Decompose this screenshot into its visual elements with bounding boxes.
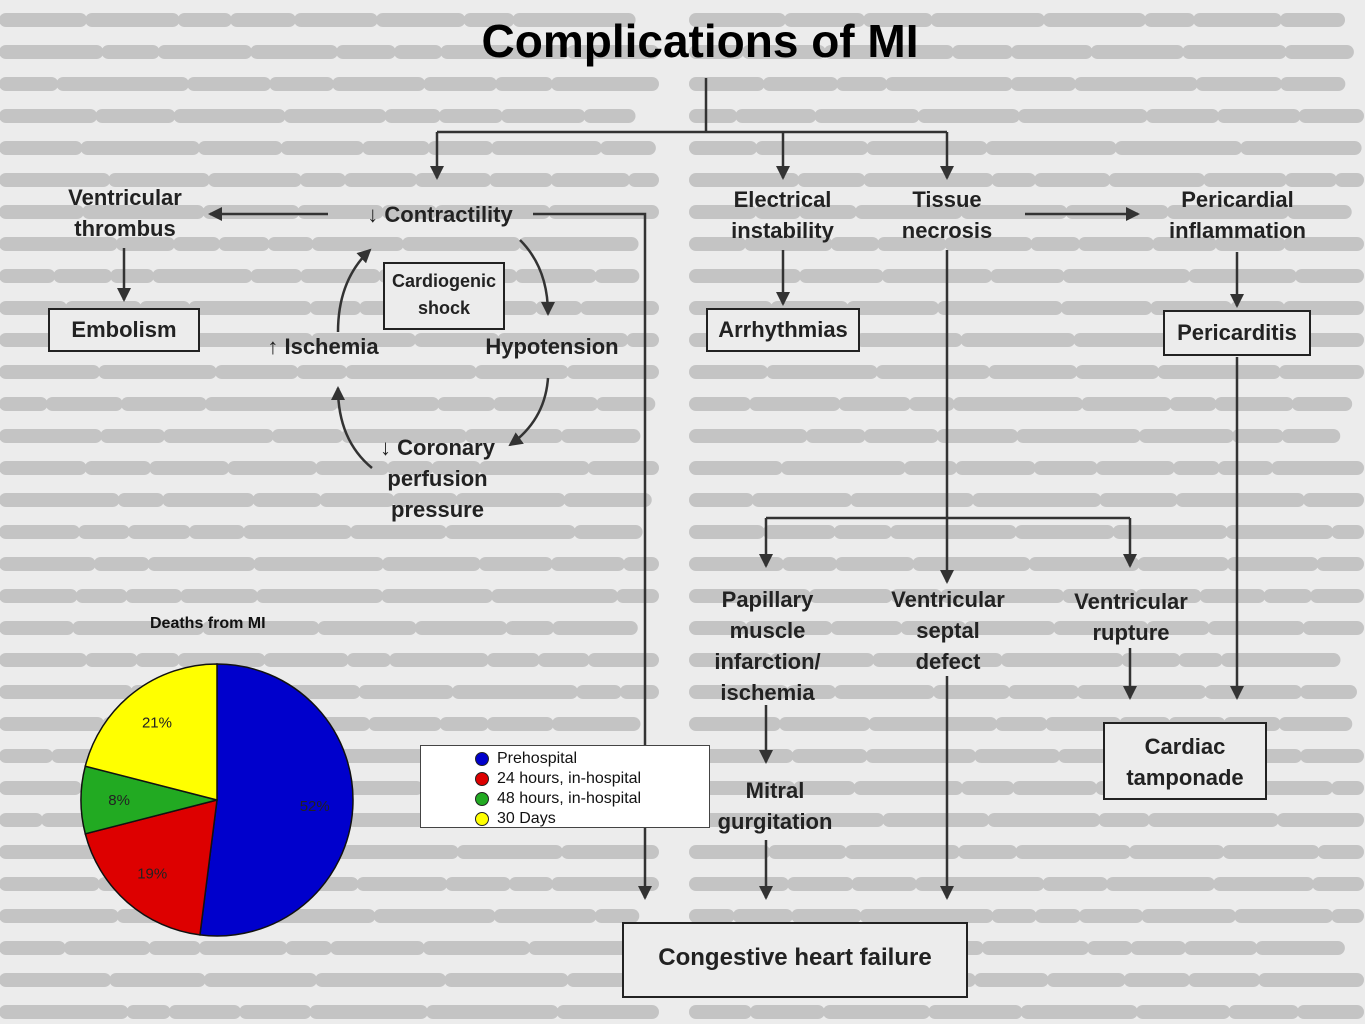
pie-value-label: 8% [108, 792, 130, 809]
mitral-regurgitation-label: Mitral gurgitation [717, 778, 833, 834]
pie-slice-prehospital [199, 663, 354, 937]
pie-legend: Prehospital 24 hours, in-hospital 48 hou… [420, 745, 710, 828]
pericarditis-box: Pericarditis [1163, 310, 1311, 356]
electrical-instability-label: Electrical instability [731, 187, 834, 243]
arrhythmias-box: Arrhythmias [706, 308, 860, 352]
legend-label: 30 Days [497, 810, 556, 827]
legend-swatch [475, 772, 489, 786]
legend-item: Prehospital [421, 749, 709, 769]
legend-item: 48 hours, in-hospital [421, 789, 709, 809]
pericardial-inflammation-label: Pericardial inflammation [1169, 187, 1306, 243]
pie-svg: 52% 19% 8% 21% [80, 663, 354, 937]
ventricular-septal-defect-label: Ventricular septal defect [891, 587, 1005, 674]
tissue-necrosis-label: Tissue necrosis [901, 187, 993, 243]
pie-value-label: 21% [142, 715, 172, 732]
contractility-label: ↓ Contractility [367, 202, 513, 227]
legend-item: 24 hours, in-hospital [421, 769, 709, 789]
cardiac-tamponade-box: Cardiac tamponade [1103, 722, 1267, 800]
legend-label: 24 hours, in-hospital [497, 770, 642, 787]
pie-title: Deaths from MI [150, 615, 266, 632]
coronary-perfusion-label: ↓ Coronary perfusion pressure [380, 435, 495, 522]
hypotension-label: Hypotension [485, 334, 619, 359]
pie-slice-30-days [84, 663, 218, 801]
legend-label: Prehospital [497, 750, 578, 767]
papillary-muscle-label: Papillary muscle infarction/ ischemia [714, 587, 821, 705]
legend-swatch [475, 792, 489, 806]
congestive-heart-failure-box: Congestive heart failure [622, 922, 968, 998]
page-title: Complications of MI [481, 15, 919, 67]
ischemia-label: ↑ Ischemia [267, 334, 379, 359]
legend-swatch [475, 752, 489, 766]
embolism-box: Embolism [48, 308, 200, 352]
legend-label: 48 hours, in-hospital [497, 790, 642, 807]
ventricular-thrombus-label: Ventricular thrombus [68, 185, 182, 241]
deaths-pie-chart: Deaths from MI 52% 19% 8% 21% [70, 605, 370, 945]
cardiogenic-shock-box: Cardiogenic shock [383, 262, 505, 330]
pie-value-label: 52% [300, 798, 330, 815]
ventricular-rupture-label: Ventricular rupture [1074, 589, 1188, 645]
legend-swatch [475, 812, 489, 826]
pie-value-label: 19% [137, 865, 167, 882]
pie-slice-24-hours-in-hospital [84, 798, 218, 936]
legend-item: 30 Days [421, 809, 709, 829]
